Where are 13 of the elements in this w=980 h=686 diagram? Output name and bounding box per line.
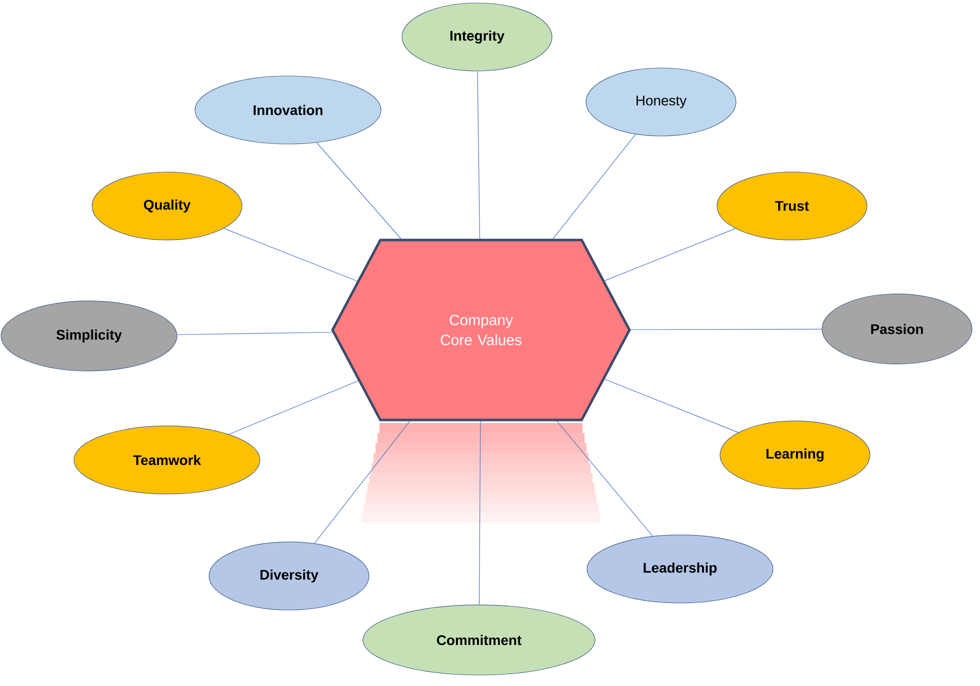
hexagon: Company Core Values: [331, 238, 631, 422]
connector-line: [477, 70, 480, 240]
connector-line: [314, 420, 410, 544]
connector-line: [604, 228, 736, 281]
connector-line: [478, 420, 481, 605]
connector-line: [224, 228, 358, 282]
connector-line: [630, 328, 822, 330]
connector-line: [176, 332, 333, 335]
connector-line: [552, 134, 636, 240]
connector-line: [316, 142, 402, 240]
connector-line: [556, 420, 653, 536]
connector-line: [604, 378, 739, 433]
connector-line: [228, 380, 358, 435]
